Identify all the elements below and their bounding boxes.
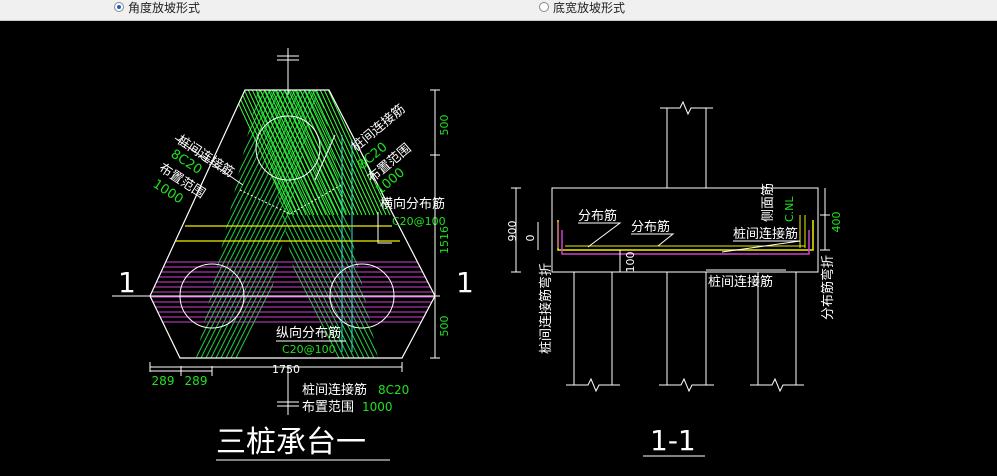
hatch-line <box>196 90 206 358</box>
section-dim-900: 900 <box>506 221 519 242</box>
hatch-line <box>196 90 261 358</box>
hatch-line <box>256 90 378 358</box>
angle-slope-label: 角度放坡形式 <box>128 0 201 15</box>
hatch-line <box>261 90 323 216</box>
transverse-rebar-spec: C20@100 <box>392 215 446 228</box>
section-dim-400: 400 <box>830 212 843 233</box>
section-pile-cap <box>551 187 819 273</box>
hatch-line <box>196 90 318 358</box>
hatch-line <box>273 90 335 216</box>
hatch-line <box>245 90 307 216</box>
hatch-line <box>253 90 315 216</box>
hatch-line <box>196 90 241 358</box>
longitudinal-rebar-label: 纵向分布筋 <box>276 325 341 341</box>
hatch-line <box>229 90 291 216</box>
hatch-line <box>196 90 226 358</box>
hatch-line <box>196 90 318 358</box>
section-dim-100: 100 <box>624 252 637 273</box>
hatch-line <box>196 90 318 358</box>
cad-drawing-canvas: 1 1 桩间连接筋 8C20 布置范围 1000 桩间连接筋 8C20 布置范围… <box>112 48 843 461</box>
hatch-line <box>277 90 339 216</box>
hatch-line <box>317 90 379 216</box>
hatch-line <box>196 90 301 358</box>
hatch-line <box>196 90 318 358</box>
hatch-line <box>281 90 343 216</box>
section-mark-left: 1 <box>118 266 136 299</box>
hatch-line <box>256 90 378 358</box>
dim-1516: 1516 <box>438 226 451 254</box>
hatch-line <box>196 90 256 358</box>
hatch-line <box>256 90 378 358</box>
hatch-line <box>285 90 347 216</box>
dim-500-bottom: 500 <box>438 316 451 337</box>
section-side-face-label: 侧面筋 <box>760 183 776 222</box>
hatch-line <box>196 90 201 358</box>
hatch-line <box>305 90 367 216</box>
bottom-link-rebar-spec: 8C20 <box>378 383 409 397</box>
section-view-1-1: 900 0 400 100 分布筋 分布筋 桩间连接筋 侧面筋 C.NL 桩间连… <box>506 100 843 457</box>
hatch-line <box>233 90 295 216</box>
hatch-line <box>249 90 311 216</box>
transverse-rebar-label: 横向分布筋 <box>380 196 445 212</box>
section-pile-link-label-2: 桩间连接筋 <box>708 274 773 290</box>
hatch-line <box>196 90 318 358</box>
hatch-line <box>257 90 319 216</box>
hatch-line <box>313 90 375 216</box>
base-width-slope-label: 底宽放坡形式 <box>553 0 626 15</box>
hatch-line <box>196 90 318 358</box>
section-pile-link-bend-label: 桩间连接筋弯折 <box>538 263 554 354</box>
hatch-line <box>256 90 378 358</box>
pile-top <box>255 115 321 181</box>
dim-500-top: 500 <box>438 115 451 136</box>
section-distribution-label-1: 分布筋 <box>578 208 617 224</box>
hatch-line <box>196 90 318 358</box>
hatch-line <box>269 90 331 216</box>
hatch-line <box>359 90 378 358</box>
hatch-line <box>196 90 266 358</box>
dim-289-a: 289 <box>152 374 175 388</box>
dim-1750: 1750 <box>272 363 300 376</box>
longitudinal-rebar-spec: C20@100 <box>282 343 336 356</box>
radio-selected-icon <box>114 2 124 12</box>
hatch-line <box>196 90 318 358</box>
bottom-range-title: 布置范围 <box>302 400 354 415</box>
hatch-line <box>196 90 281 358</box>
hatch-line <box>293 90 355 216</box>
section-mark-right: 1 <box>456 266 474 299</box>
hatch-line <box>196 90 221 358</box>
hatch-line <box>196 90 236 358</box>
hatch-line <box>196 90 231 358</box>
plan-title: 三桩承台一 <box>216 425 366 460</box>
hatch-line <box>237 90 299 216</box>
section-title: 1-1 <box>650 424 696 457</box>
bottom-link-rebar-label: 桩间连接筋 <box>302 382 367 398</box>
hatch-line <box>196 90 296 358</box>
hatch-line <box>256 90 378 358</box>
hatch-line <box>241 90 303 216</box>
section-dim-0: 0 <box>524 235 537 242</box>
angle-slope-radio[interactable]: 角度放坡形式 <box>114 0 201 15</box>
dim-289-b: 289 <box>185 374 208 388</box>
section-pile-link-label-1: 桩间连接筋 <box>733 226 798 242</box>
hatch-line <box>196 90 251 358</box>
section-distribution-bend-label: 分布筋弯折 <box>820 255 836 320</box>
hatch-line <box>196 90 318 358</box>
bottom-range-value: 1000 <box>362 400 393 414</box>
hatch-line <box>265 90 327 216</box>
hatch-line <box>196 90 291 358</box>
hatch-line <box>196 90 211 358</box>
hatch-line <box>196 90 216 358</box>
hatch-line <box>301 90 363 216</box>
section-side-spec: C.NL <box>783 196 796 222</box>
base-width-slope-radio[interactable]: 底宽放坡形式 <box>539 0 626 15</box>
hatch-line <box>325 90 387 216</box>
slope-option-bar: 角度放坡形式 底宽放坡形式 <box>0 0 997 21</box>
hatch-line <box>289 90 378 358</box>
hatch-line <box>309 90 371 216</box>
section-distribution-label-2: 分布筋 <box>631 219 670 235</box>
hatch-line <box>196 90 246 358</box>
radio-unselected-icon <box>539 2 549 12</box>
hatch-line <box>196 90 318 358</box>
pile-cap-plan: 1 1 桩间连接筋 8C20 布置范围 1000 桩间连接筋 8C20 布置范围… <box>112 48 474 461</box>
